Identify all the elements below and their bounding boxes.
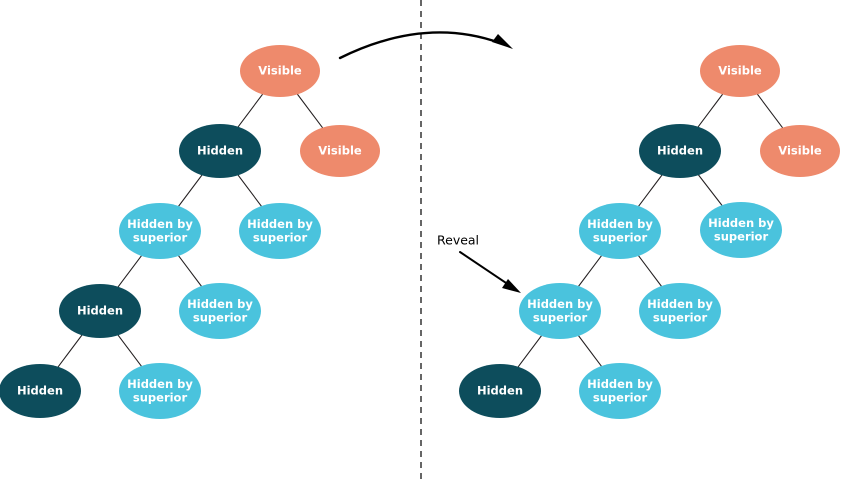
node-shape[interactable]	[579, 203, 661, 259]
tree-node-visible[interactable]: Visible	[300, 125, 380, 177]
node-shape[interactable]	[179, 124, 261, 178]
transform-arrow	[338, 31, 513, 60]
node-shape[interactable]	[300, 125, 380, 177]
node-shape[interactable]	[760, 125, 840, 177]
node-shape[interactable]	[240, 45, 320, 97]
tree-node-visible[interactable]: Visible	[240, 45, 320, 97]
node-shape[interactable]	[579, 363, 661, 419]
node-shape[interactable]	[639, 283, 721, 339]
node-shape[interactable]	[459, 364, 541, 418]
node-shape[interactable]	[700, 202, 782, 258]
node-shape[interactable]	[119, 363, 201, 419]
tree-node-visible[interactable]: Visible	[700, 45, 780, 97]
transform-arrow-head	[492, 34, 513, 49]
node-shape[interactable]	[700, 45, 780, 97]
reveal-annotation: Reveal	[437, 233, 521, 293]
transform-arrow-curve	[338, 31, 502, 60]
node-shape[interactable]	[239, 203, 321, 259]
tree-node-visible[interactable]: Visible	[760, 125, 840, 177]
tree-node-hidden[interactable]: Hidden	[59, 284, 141, 338]
node-shape[interactable]	[0, 364, 81, 418]
reveal-arrow-head	[502, 279, 521, 293]
tree-node-hidden[interactable]: Hidden	[179, 124, 261, 178]
node-shape[interactable]	[519, 283, 601, 339]
node-shape[interactable]	[59, 284, 141, 338]
node-shape[interactable]	[639, 124, 721, 178]
reveal-arrow-line	[459, 251, 513, 288]
reveal-label: Reveal	[437, 233, 479, 248]
tree-node-hidden[interactable]: Hidden	[0, 364, 81, 418]
tree-node-hidden[interactable]: Hidden	[459, 364, 541, 418]
node-shape[interactable]	[179, 283, 261, 339]
node-shape[interactable]	[119, 203, 201, 259]
tree-node-hidden[interactable]: Hidden	[639, 124, 721, 178]
